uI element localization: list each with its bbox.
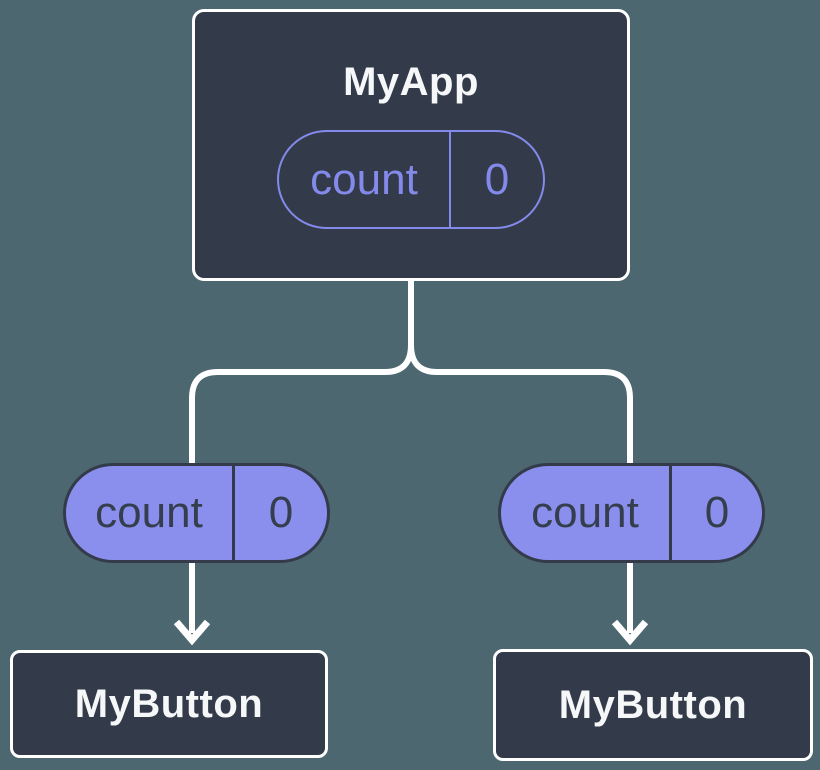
edge-left-branch [189, 344, 414, 633]
prop-value: 0 [268, 488, 294, 537]
node-mybutton-right-label: MyButton [558, 682, 748, 727]
prop-pill-right: count 0 [498, 463, 765, 563]
edge-right-branch [408, 344, 633, 633]
arrow-down-left-icon [173, 619, 211, 646]
prop-value: 0 [484, 154, 510, 204]
node-myapp-label: MyApp [343, 60, 479, 104]
prop-name: count [501, 466, 672, 560]
prop-name: count [66, 466, 235, 560]
prop-value: 0 [704, 488, 730, 537]
node-mybutton-left-label: MyButton [74, 681, 264, 726]
prop-name: count [279, 132, 451, 227]
prop-pill-left: count 0 [63, 463, 330, 563]
prop-pill-root: count 0 [277, 130, 545, 229]
node-mybutton-right: MyButton [493, 649, 813, 761]
node-myapp: MyApp count 0 [192, 9, 630, 281]
node-mybutton-left: MyButton [10, 650, 328, 758]
arrow-down-right-icon [611, 619, 649, 646]
